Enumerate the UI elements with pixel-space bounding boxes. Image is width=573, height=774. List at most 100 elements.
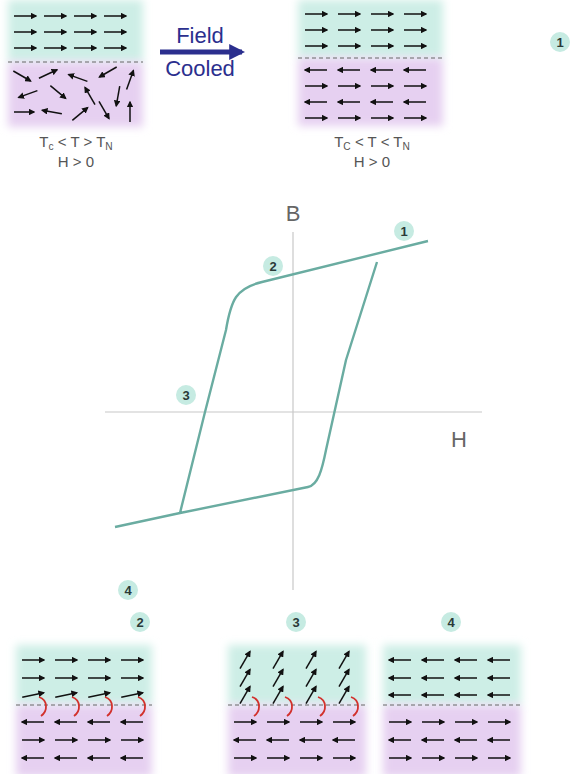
spin-arrow	[240, 651, 250, 668]
spin-arrow	[455, 721, 477, 723]
callout-circle: 4	[118, 580, 138, 600]
spin-arrow	[42, 110, 62, 113]
callout-circle: 4	[441, 612, 461, 632]
spin-arrow	[404, 101, 426, 103]
spin-arrow	[240, 686, 250, 703]
spin-arrow	[22, 721, 44, 723]
spin-arrow	[22, 659, 44, 661]
layer-ground	[8, 0, 143, 62]
spin-arrow	[455, 677, 477, 679]
spin-arrow	[422, 757, 444, 759]
twist-curl	[39, 697, 46, 716]
spin-arrow	[99, 101, 109, 118]
twist-curl	[105, 697, 112, 716]
twist-curl	[72, 697, 79, 716]
interface-line	[228, 705, 366, 706]
interface-line	[8, 62, 143, 63]
spin-arrow	[488, 694, 510, 696]
spin-arrow	[305, 117, 327, 119]
callout-number: 4	[447, 616, 454, 629]
spin-arrow	[121, 721, 143, 723]
spin-arrow	[267, 757, 289, 759]
callout-number: 2	[136, 616, 143, 629]
spin-arrow	[74, 47, 96, 49]
spin-arrow	[50, 86, 65, 99]
spin-arrow	[333, 739, 355, 741]
callout-circle: 3	[286, 612, 306, 632]
spin-arrow	[121, 693, 143, 698]
spin-arrow	[305, 13, 327, 15]
spin-arrow	[306, 651, 316, 668]
process-label: Field Cooled	[165, 23, 235, 81]
spin-arrow	[240, 669, 250, 686]
spin-arrow	[127, 71, 134, 90]
callout-number: 1	[400, 225, 407, 238]
spin-arrow	[14, 111, 34, 113]
spin-arrow	[19, 91, 38, 98]
spin-arrow	[44, 47, 66, 49]
spin-arrow	[273, 651, 283, 668]
layer-ground	[228, 705, 366, 774]
spin-arrow	[333, 721, 355, 723]
spin-arrow	[88, 721, 110, 723]
spin-arrow	[371, 117, 393, 119]
twist-curl	[318, 697, 325, 716]
spin-arrow	[455, 694, 477, 696]
spin-arrow	[338, 29, 360, 31]
spin-arrow	[234, 721, 256, 723]
spin-arrow	[234, 757, 256, 759]
spin-arrow	[371, 85, 393, 87]
interface-line	[298, 58, 443, 59]
spin-arrow	[300, 757, 322, 759]
spin-arrow	[88, 677, 110, 679]
callout-number: 3	[182, 389, 189, 402]
callout-number: 1	[556, 36, 563, 49]
callout-circle: 2	[130, 612, 150, 632]
spin-arrow	[404, 29, 426, 31]
spin-arrow	[306, 686, 316, 703]
callout-number: 2	[269, 260, 276, 273]
hysteresis-loop	[115, 241, 428, 527]
spin-arrow	[422, 659, 444, 661]
spin-arrow	[55, 659, 77, 661]
spin-arrow	[116, 86, 119, 106]
spin-arrow	[85, 87, 95, 104]
spin-arrow	[488, 677, 510, 679]
axis-label-box: H	[451, 427, 467, 453]
spin-arrow	[99, 67, 116, 77]
spin-arrow	[44, 15, 66, 17]
spin-arrow	[338, 85, 360, 87]
spin-arrow	[121, 739, 143, 741]
spin-arrow	[371, 29, 393, 31]
spin-arrow	[69, 75, 88, 82]
temperature-condition-box: Tc < T > TN	[39, 133, 112, 151]
spin-arrow	[389, 677, 411, 679]
spin-arrow	[338, 117, 360, 119]
temperature-condition: Tc < T > TN	[39, 133, 112, 150]
callout-circle: 1	[550, 32, 570, 52]
spin-arrow	[371, 45, 393, 47]
field-condition-box: H > 0	[354, 153, 390, 171]
spin-arrow	[339, 669, 349, 686]
spin-arrow	[88, 693, 110, 698]
spin-arrow	[22, 757, 44, 759]
spin-arrow	[104, 31, 126, 33]
layer-ground	[298, 58, 443, 126]
spin-arrow	[55, 693, 77, 698]
spin-arrow	[422, 739, 444, 741]
process-arrow	[160, 50, 242, 55]
layer-ground	[298, 0, 443, 58]
callout-number: 3	[292, 616, 299, 629]
field-condition-box: H > 0	[58, 153, 94, 171]
spin-arrow	[404, 85, 426, 87]
spin-arrow	[389, 739, 411, 741]
spin-arrow	[72, 108, 87, 121]
spin-arrow	[389, 659, 411, 661]
spin-arrow	[404, 45, 426, 47]
spin-arrow	[273, 669, 283, 686]
spin-arrow	[404, 13, 426, 15]
axis-label-box: B	[286, 201, 301, 227]
spin-arrow	[305, 69, 327, 71]
spin-arrow	[14, 31, 36, 33]
field-condition: H > 0	[58, 153, 94, 170]
